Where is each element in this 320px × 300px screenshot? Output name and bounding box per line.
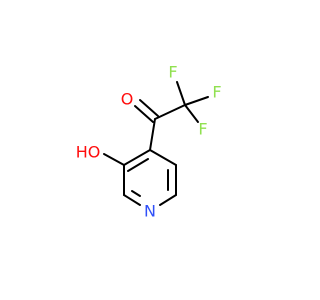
- atom-hydroxyl: HO: [76, 143, 101, 162]
- bond-cf3-f-top: [176, 81, 186, 106]
- structure-diagram: O F F F HO N: [76, 63, 222, 221]
- molecule-canvas: O F F F HO N: [76, 63, 222, 221]
- atom-fluorine-top: F: [168, 63, 177, 82]
- bond-ring-c2-n-inner: [131, 190, 141, 197]
- bond-ring-c4-c3-inner: [127, 158, 149, 172]
- bond-ring-c5-c4: [149, 149, 177, 166]
- atom-fluorine-bottom: F: [198, 120, 207, 139]
- atom-oxygen-carbonyl: O: [121, 90, 134, 109]
- atom-nitrogen: N: [144, 202, 156, 221]
- bond-ring-c4-c3: [123, 149, 151, 166]
- bond-carbonyl-double-a: [134, 105, 154, 123]
- bond-cf3-f-right: [184, 96, 209, 106]
- bond-carbonyl-cf3: [154, 104, 186, 120]
- bond-ring-n-c6: [159, 194, 177, 206]
- bond-ring-c2-n: [123, 194, 141, 206]
- bond-carbonyl-double-b: [139, 99, 159, 117]
- bonds: [103, 81, 209, 206]
- atom-labels: O F F F HO N: [76, 63, 222, 221]
- atom-fluorine-right: F: [212, 83, 221, 102]
- bond-cf3-f-bottom: [184, 104, 199, 123]
- bond-carbonyl-ring: [149, 118, 156, 151]
- bond-ring-c3-oh: [103, 153, 125, 166]
